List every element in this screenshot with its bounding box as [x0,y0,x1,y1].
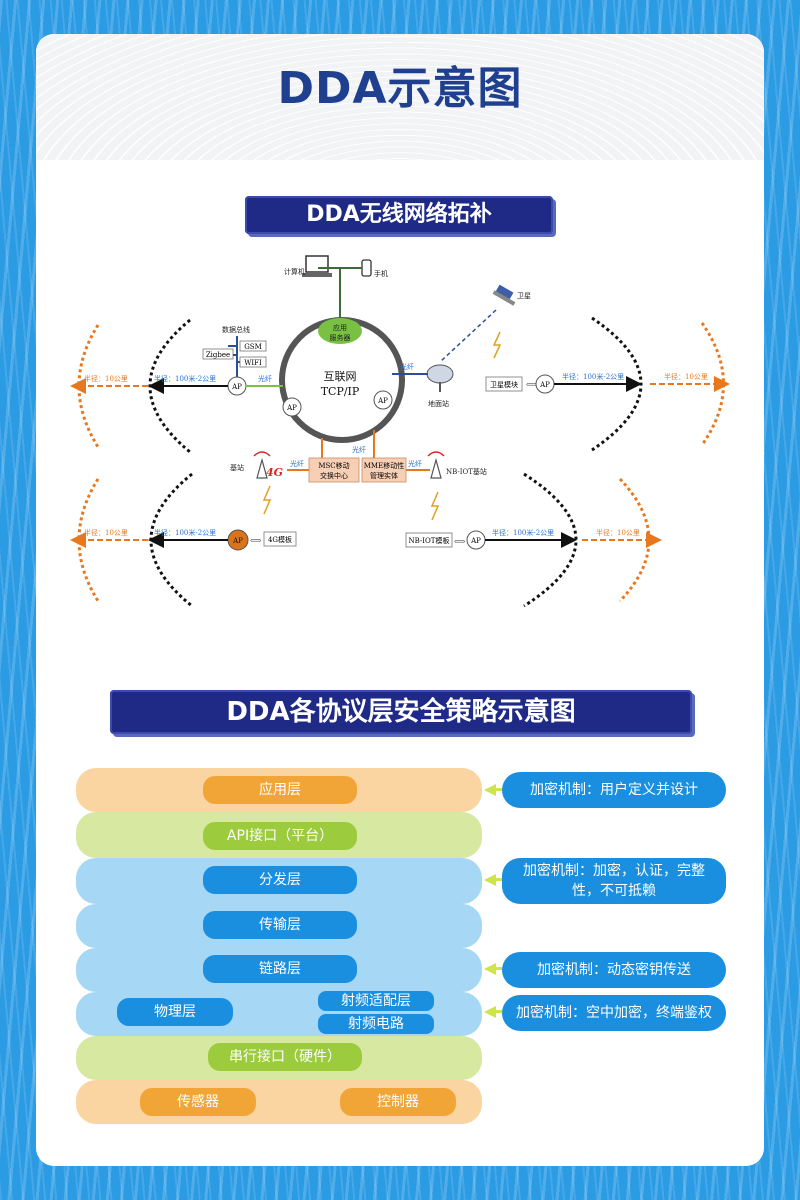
encryption-link: 加密机制：动态密钥传送 [502,952,726,988]
sensor-label: 传感器 [140,1088,256,1116]
app-server-label-1: 应用 [333,323,347,332]
rf-adapt-layer-label: 射频适配层 [318,991,434,1011]
4g-logo: 4G [266,466,283,479]
app-server-node [318,318,362,344]
fiber-label: 光纤 [400,362,414,371]
ap-label: AP [377,397,388,405]
data-bus-label: 数据总线 [222,325,250,334]
fiber-label: 光纤 [258,374,272,383]
encryption-app: 加密机制：用户定义并设计 [502,772,726,808]
link-layer-label: 链路层 [203,955,357,983]
arrow-left-icon [484,1006,496,1018]
phone-label: 手机 [374,269,388,278]
wireless-icon [492,331,502,359]
range-arc [148,318,191,454]
msc-label-2: 交换中心 [320,471,348,480]
ap-node [373,390,393,410]
radius-near-label: 半径：100米-2公里 [154,374,216,383]
base-station-tower-icon [253,451,271,479]
nbiot-station-label: NB-IOT基站 [446,467,487,476]
arrow-left-icon [484,874,496,886]
range-arc [149,472,193,608]
computer-label: 计算机 [284,267,305,276]
network-diagram: 计算机 手机 应用 服务器 互联网 TCP/IP AP AP 数据总线 GSM … [70,255,730,608]
base-station-label: 基站 [230,463,244,472]
header-band [36,34,764,160]
app-server-label-2: 服务器 [330,333,351,342]
encryption-distribution: 加密机制：加密，认证，完整 性，不可抵赖 [502,858,726,904]
radius-near-label: 半径：100米-2公里 [492,528,554,537]
physical-layer-label: 物理层 [117,998,233,1026]
distribution-layer-label: 分发层 [203,866,357,894]
zigbee-label: Zigbee [206,351,230,359]
radius-near-label: 半径：100米-2公里 [562,372,624,381]
api-layer-label: API接口（平台） [203,822,357,850]
nbiot-module-box [405,532,453,548]
link-arrow-icon: ⟺ [250,536,262,545]
ground-station-label: 地面站 [428,399,449,408]
controller-label: 控制器 [340,1088,456,1116]
fiber-label: 光纤 [290,459,304,468]
satellite-icon [492,284,516,306]
radius-far-label: 半径：10公里 [84,528,128,537]
radius-far-label: 半径：10公里 [596,528,640,537]
far-range-arc [700,322,725,446]
wireless-icon [262,485,272,515]
ground-station-icon [426,364,454,392]
link-arrow-icon: ⟺ [454,537,466,546]
page-title: DDA示意图 [277,63,523,114]
satellite-module-label: 卫星模块 [490,380,518,389]
ap-label: AP [232,537,243,545]
far-range-arc [618,477,651,603]
internet-label: 互联网 [324,370,357,383]
ap-node [282,397,302,417]
encryption-distribution-line1: 加密机制：加密，认证，完整 [523,863,705,879]
4g-module-label: 4G模板 [268,535,292,544]
satellite-label: 卫星 [517,292,531,300]
range-arc [591,316,643,452]
app-layer-label: 应用层 [203,776,357,804]
radius-far-label: 半径：10公里 [664,372,708,381]
encryption-physical: 加密机制：空中加密，终端鉴权 [502,995,726,1031]
wireless-icon [430,491,440,521]
protocol-banner: DDA各协议层安全策略示意图 [110,690,692,734]
msc-label-1: MSC移动 [318,461,349,470]
fiber-label: 光纤 [352,445,366,454]
fiber-label: 光纤 [408,459,422,468]
radius-near-label: 半径：100米-2公里 [154,528,216,537]
ap-label: AP [231,383,242,391]
satellite-module-box [485,376,523,392]
ap-label: AP [470,537,481,545]
phone-icon [361,259,372,277]
arrow-left-icon [484,963,496,975]
link-arrow-icon: ⟺ [526,380,538,389]
wifi-label: WIFI [244,359,262,367]
computer-icon [302,255,332,277]
gsm-box [239,340,267,352]
serial-interface-label: 串行接口（硬件） [208,1043,362,1071]
nbiot-tower-icon [427,451,445,479]
rf-circuit-label: 射频电路 [318,1014,434,1034]
mme-label-1: MME移动性 [364,461,404,470]
ap-label: AP [286,404,297,412]
encryption-distribution-line2: 性，不可抵赖 [572,883,656,899]
4g-module-box [263,531,297,547]
mme-label-2: 管理实体 [370,471,398,480]
nbiot-module-label: NB-IOT模板 [409,536,450,545]
satellite-link [439,309,497,363]
gsm-label: GSM [244,343,262,351]
radius-far-label: 半径：10公里 [84,374,128,383]
network-banner: DDA无线网络拓补 [245,196,553,234]
transport-layer-label: 传输层 [203,911,357,939]
ap-label: AP [539,381,550,389]
tcpip-label: TCP/IP [321,385,360,398]
arrow-left-icon [484,784,496,796]
